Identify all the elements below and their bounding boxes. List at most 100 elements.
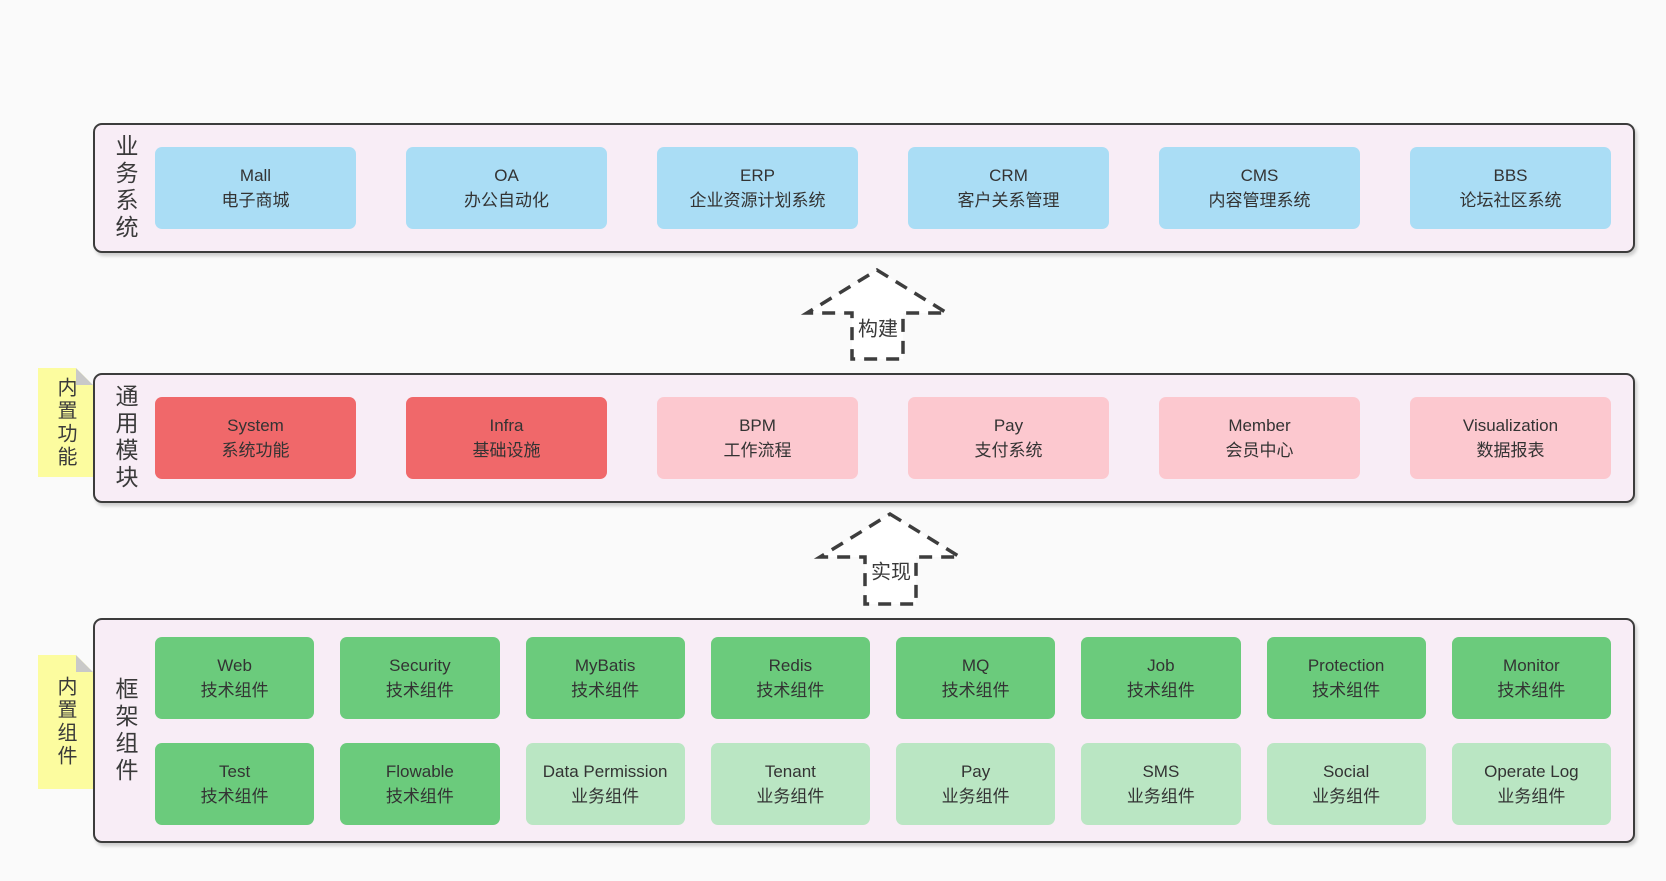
node-title: Flowable [385, 761, 454, 781]
node-mybatis: MyBatis 技术组件 [525, 636, 685, 719]
node-title: Security [389, 655, 451, 675]
node-title: Mall [239, 166, 272, 185]
sticky-note-label: 内置功能 [54, 376, 76, 469]
node-title: MyBatis [574, 655, 636, 675]
node-subtitle: 业务组件 [756, 786, 825, 806]
node-subtitle: 技术组件 [941, 680, 1010, 700]
node-title: Data Permission [542, 761, 668, 781]
node-member: Member 会员中心 [1159, 397, 1360, 479]
layer-label: 框架组件 [112, 676, 138, 785]
node-data-permission: Data Permission 业务组件 [525, 742, 685, 825]
node-title: BPM [739, 416, 776, 435]
node-bbs: BBS 论坛社区系统 [1410, 147, 1611, 229]
folded-corner-icon [76, 368, 93, 385]
node-test: Test 技术组件 [155, 742, 315, 825]
node-subtitle: 企业资源计划系统 [689, 191, 826, 210]
node-title: Social [1322, 761, 1370, 781]
sticky-note-label: 内置组件 [54, 676, 76, 768]
node-title: Member [1228, 416, 1291, 435]
node-title: Infra [489, 416, 524, 435]
node-subtitle: 电子商城 [221, 191, 290, 210]
node-title: MQ [961, 655, 990, 675]
node-job: Job 技术组件 [1081, 636, 1241, 719]
node-subtitle: 业务组件 [941, 786, 1010, 806]
node-erp: ERP 企业资源计划系统 [657, 147, 858, 229]
node-subtitle: 技术组件 [385, 786, 454, 806]
node-title: ERP [740, 166, 775, 185]
node-title: BBS [1493, 166, 1528, 185]
node-title: System [227, 416, 284, 435]
node-title: Operate Log [1484, 761, 1579, 781]
node-tenant: Tenant 业务组件 [710, 742, 870, 825]
node-visualization: Visualization 数据报表 [1410, 397, 1611, 479]
node-title: CRM [989, 166, 1028, 185]
node-subtitle: 技术组件 [385, 680, 454, 700]
node-monitor: Monitor 技术组件 [1451, 636, 1611, 719]
node-subtitle: 支付系统 [974, 441, 1043, 460]
node-subtitle: 技术组件 [571, 680, 640, 700]
node-social: Social 业务组件 [1266, 742, 1426, 825]
node-subtitle: 技术组件 [1126, 680, 1195, 700]
node-title: Tenant [764, 761, 816, 781]
node-subtitle: 论坛社区系统 [1459, 191, 1562, 210]
layer-label: 业务系统 [112, 134, 138, 242]
arrow-label-implement: 实现 [869, 555, 913, 585]
node-title: Test [219, 761, 251, 781]
node-title: OA [494, 166, 519, 185]
node-subtitle: 技术组件 [200, 786, 269, 806]
node-operate-log: Operate Log 业务组件 [1451, 742, 1611, 825]
node-cms: CMS 内容管理系统 [1159, 147, 1360, 229]
node-infra: Infra 基础设施 [406, 397, 607, 479]
node-subtitle: 基础设施 [472, 441, 541, 460]
node-redis: Redis 技术组件 [710, 636, 870, 719]
node-flowable: Flowable 技术组件 [340, 742, 500, 825]
node-crm: CRM 客户关系管理 [908, 147, 1109, 229]
node-subtitle: 业务组件 [1312, 786, 1381, 806]
node-subtitle: 技术组件 [756, 680, 825, 700]
node-pay: Pay 业务组件 [896, 742, 1056, 825]
node-title: Monitor [1503, 655, 1560, 675]
node-pay: Pay 支付系统 [908, 397, 1109, 479]
node-title: Redis [768, 655, 813, 675]
node-subtitle: 客户关系管理 [957, 191, 1060, 210]
folded-corner-icon [76, 655, 93, 672]
node-subtitle: 会员中心 [1225, 441, 1294, 460]
node-mq: MQ 技术组件 [896, 636, 1056, 719]
sticky-note-builtin-features: 内置功能 [38, 368, 93, 477]
node-title: Web [217, 655, 252, 675]
node-title: Pay [960, 761, 991, 781]
arrow-label-build: 构建 [856, 312, 900, 342]
node-title: Pay [993, 416, 1024, 435]
node-subtitle: 技术组件 [1497, 680, 1566, 700]
node-subtitle: 内容管理系统 [1208, 191, 1311, 210]
node-protection: Protection 技术组件 [1266, 636, 1426, 719]
node-subtitle: 技术组件 [1312, 680, 1381, 700]
node-subtitle: 数据报表 [1476, 441, 1545, 460]
node-title: CMS [1240, 166, 1279, 185]
node-subtitle: 业务组件 [1126, 786, 1195, 806]
node-subtitle: 业务组件 [571, 786, 640, 806]
node-title: Protection [1307, 655, 1385, 675]
sticky-note-builtin-components: 内置组件 [38, 655, 93, 789]
node-sms: SMS 业务组件 [1081, 742, 1241, 825]
node-title: SMS [1142, 761, 1180, 781]
node-title: Visualization [1462, 416, 1559, 435]
node-title: Job [1147, 655, 1175, 675]
node-mall: Mall 电子商城 [155, 147, 356, 229]
node-subtitle: 业务组件 [1497, 786, 1566, 806]
